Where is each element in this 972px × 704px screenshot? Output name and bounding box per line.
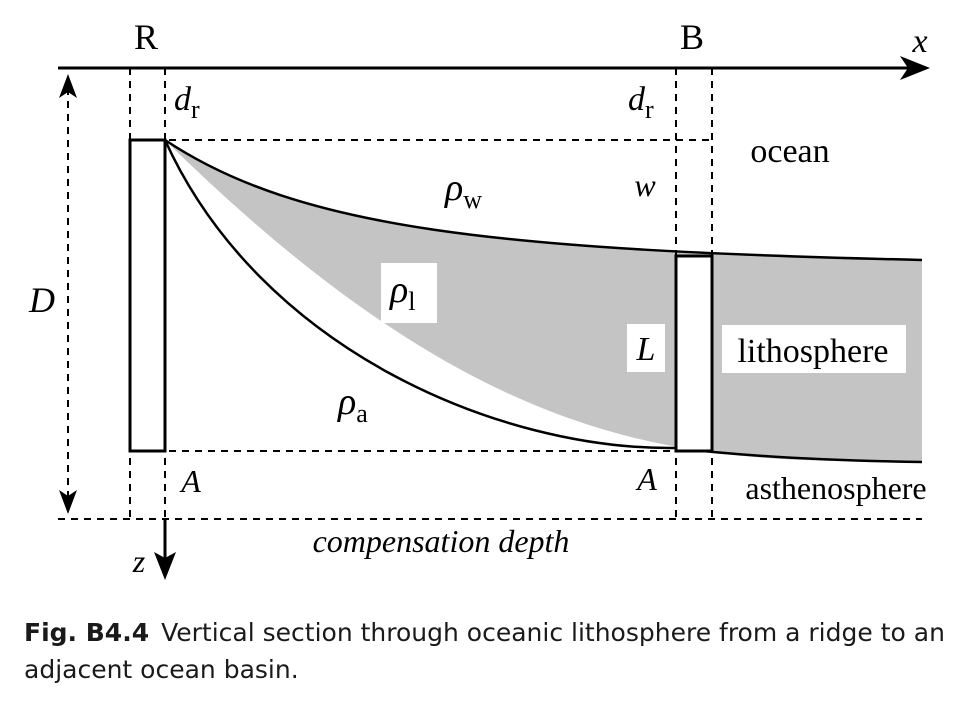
lithosphere-section-diagram: R B x z D dr dr w ρw ρl ρa L A A ocean l… bbox=[28, 17, 930, 580]
x-axis-arrowhead bbox=[900, 56, 930, 80]
ocean-label: ocean bbox=[750, 133, 829, 170]
lithosphere-base-curve bbox=[163, 139, 923, 464]
z-axis-arrowhead bbox=[154, 552, 176, 580]
x-axis-label: x bbox=[911, 23, 927, 60]
ridge-label: R bbox=[134, 17, 158, 57]
rho-w-label: ρw bbox=[444, 167, 482, 214]
lithosphere-label-bg bbox=[722, 325, 906, 373]
A-label-ridge: A bbox=[179, 463, 201, 499]
depth-D-arrowhead-bottom bbox=[59, 490, 77, 514]
A-label-basin: A bbox=[635, 461, 657, 497]
lithosphere-region bbox=[165, 140, 922, 462]
depth-D-label: D bbox=[28, 280, 55, 320]
lithosphere-label: lithosphere bbox=[737, 333, 888, 370]
asthenosphere-label: asthenosphere bbox=[745, 470, 926, 506]
seafloor-curve bbox=[164, 138, 923, 262]
rho-l-label: ρl bbox=[389, 269, 415, 316]
depth-D-arrowhead-top bbox=[59, 74, 77, 98]
compensation-depth-label: compensation depth bbox=[313, 523, 570, 559]
dr-label-basin: dr bbox=[628, 81, 654, 124]
basin-label: B bbox=[680, 17, 704, 57]
L-label-bg bbox=[627, 324, 665, 372]
dr-label-ridge: dr bbox=[174, 81, 200, 124]
basin-column-box bbox=[674, 254, 714, 453]
rho-a-label: ρa bbox=[337, 381, 368, 428]
caption-text: Vertical section through oceanic lithosp… bbox=[24, 618, 945, 684]
z-axis-label: z bbox=[132, 543, 146, 579]
ridge-column-box bbox=[128, 138, 167, 453]
L-label: L bbox=[636, 331, 656, 368]
figure-number: Fig. B4.4 bbox=[24, 618, 150, 647]
w-label: w bbox=[634, 167, 656, 203]
rho-l-label-bg bbox=[381, 263, 437, 323]
